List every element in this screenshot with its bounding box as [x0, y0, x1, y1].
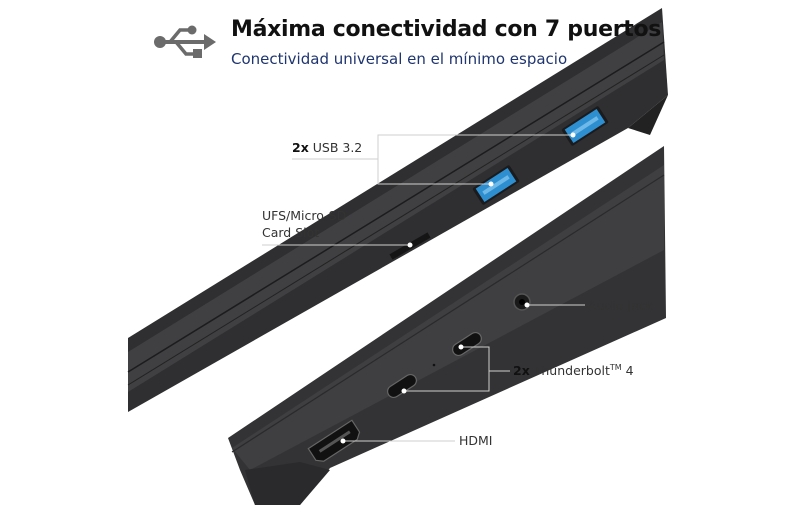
trademark: TM [609, 363, 622, 372]
laptop-upper [127, 8, 668, 412]
usb-count: 2x [292, 140, 309, 155]
sd-label-line2: Card Slot [262, 225, 320, 240]
hdmi-label: HDMI [459, 433, 493, 448]
sd-label-line1: UFS/Micro-SD [262, 208, 347, 223]
hdmi-port [307, 419, 361, 462]
page-title: Máxima conectividad con 7 puertos [231, 17, 662, 42]
audio-jack-label: Audio Jack [588, 298, 653, 313]
usb-name: USB 3.2 [312, 140, 363, 155]
usb-c-port-1 [452, 331, 482, 357]
audio-jack-port [513, 293, 531, 311]
laptop-lower [228, 146, 666, 505]
thunderbolt-name: Thunderbolt [533, 363, 610, 379]
thunderbolt-label: 2x ThunderboltTM 4 [513, 363, 634, 378]
page-subtitle: Conectividad universal en el mínimo espa… [231, 50, 568, 68]
leader-dots [340, 132, 576, 444]
thunderbolt-version: 4 [621, 363, 634, 379]
thunderbolt-count: 2x [513, 363, 530, 379]
usb-a-port-1 [472, 165, 520, 205]
status-led [432, 363, 436, 367]
usb-label: 2x USB 3.2 [292, 140, 362, 155]
usb-icon [154, 25, 216, 58]
leader-lines [262, 134, 585, 442]
